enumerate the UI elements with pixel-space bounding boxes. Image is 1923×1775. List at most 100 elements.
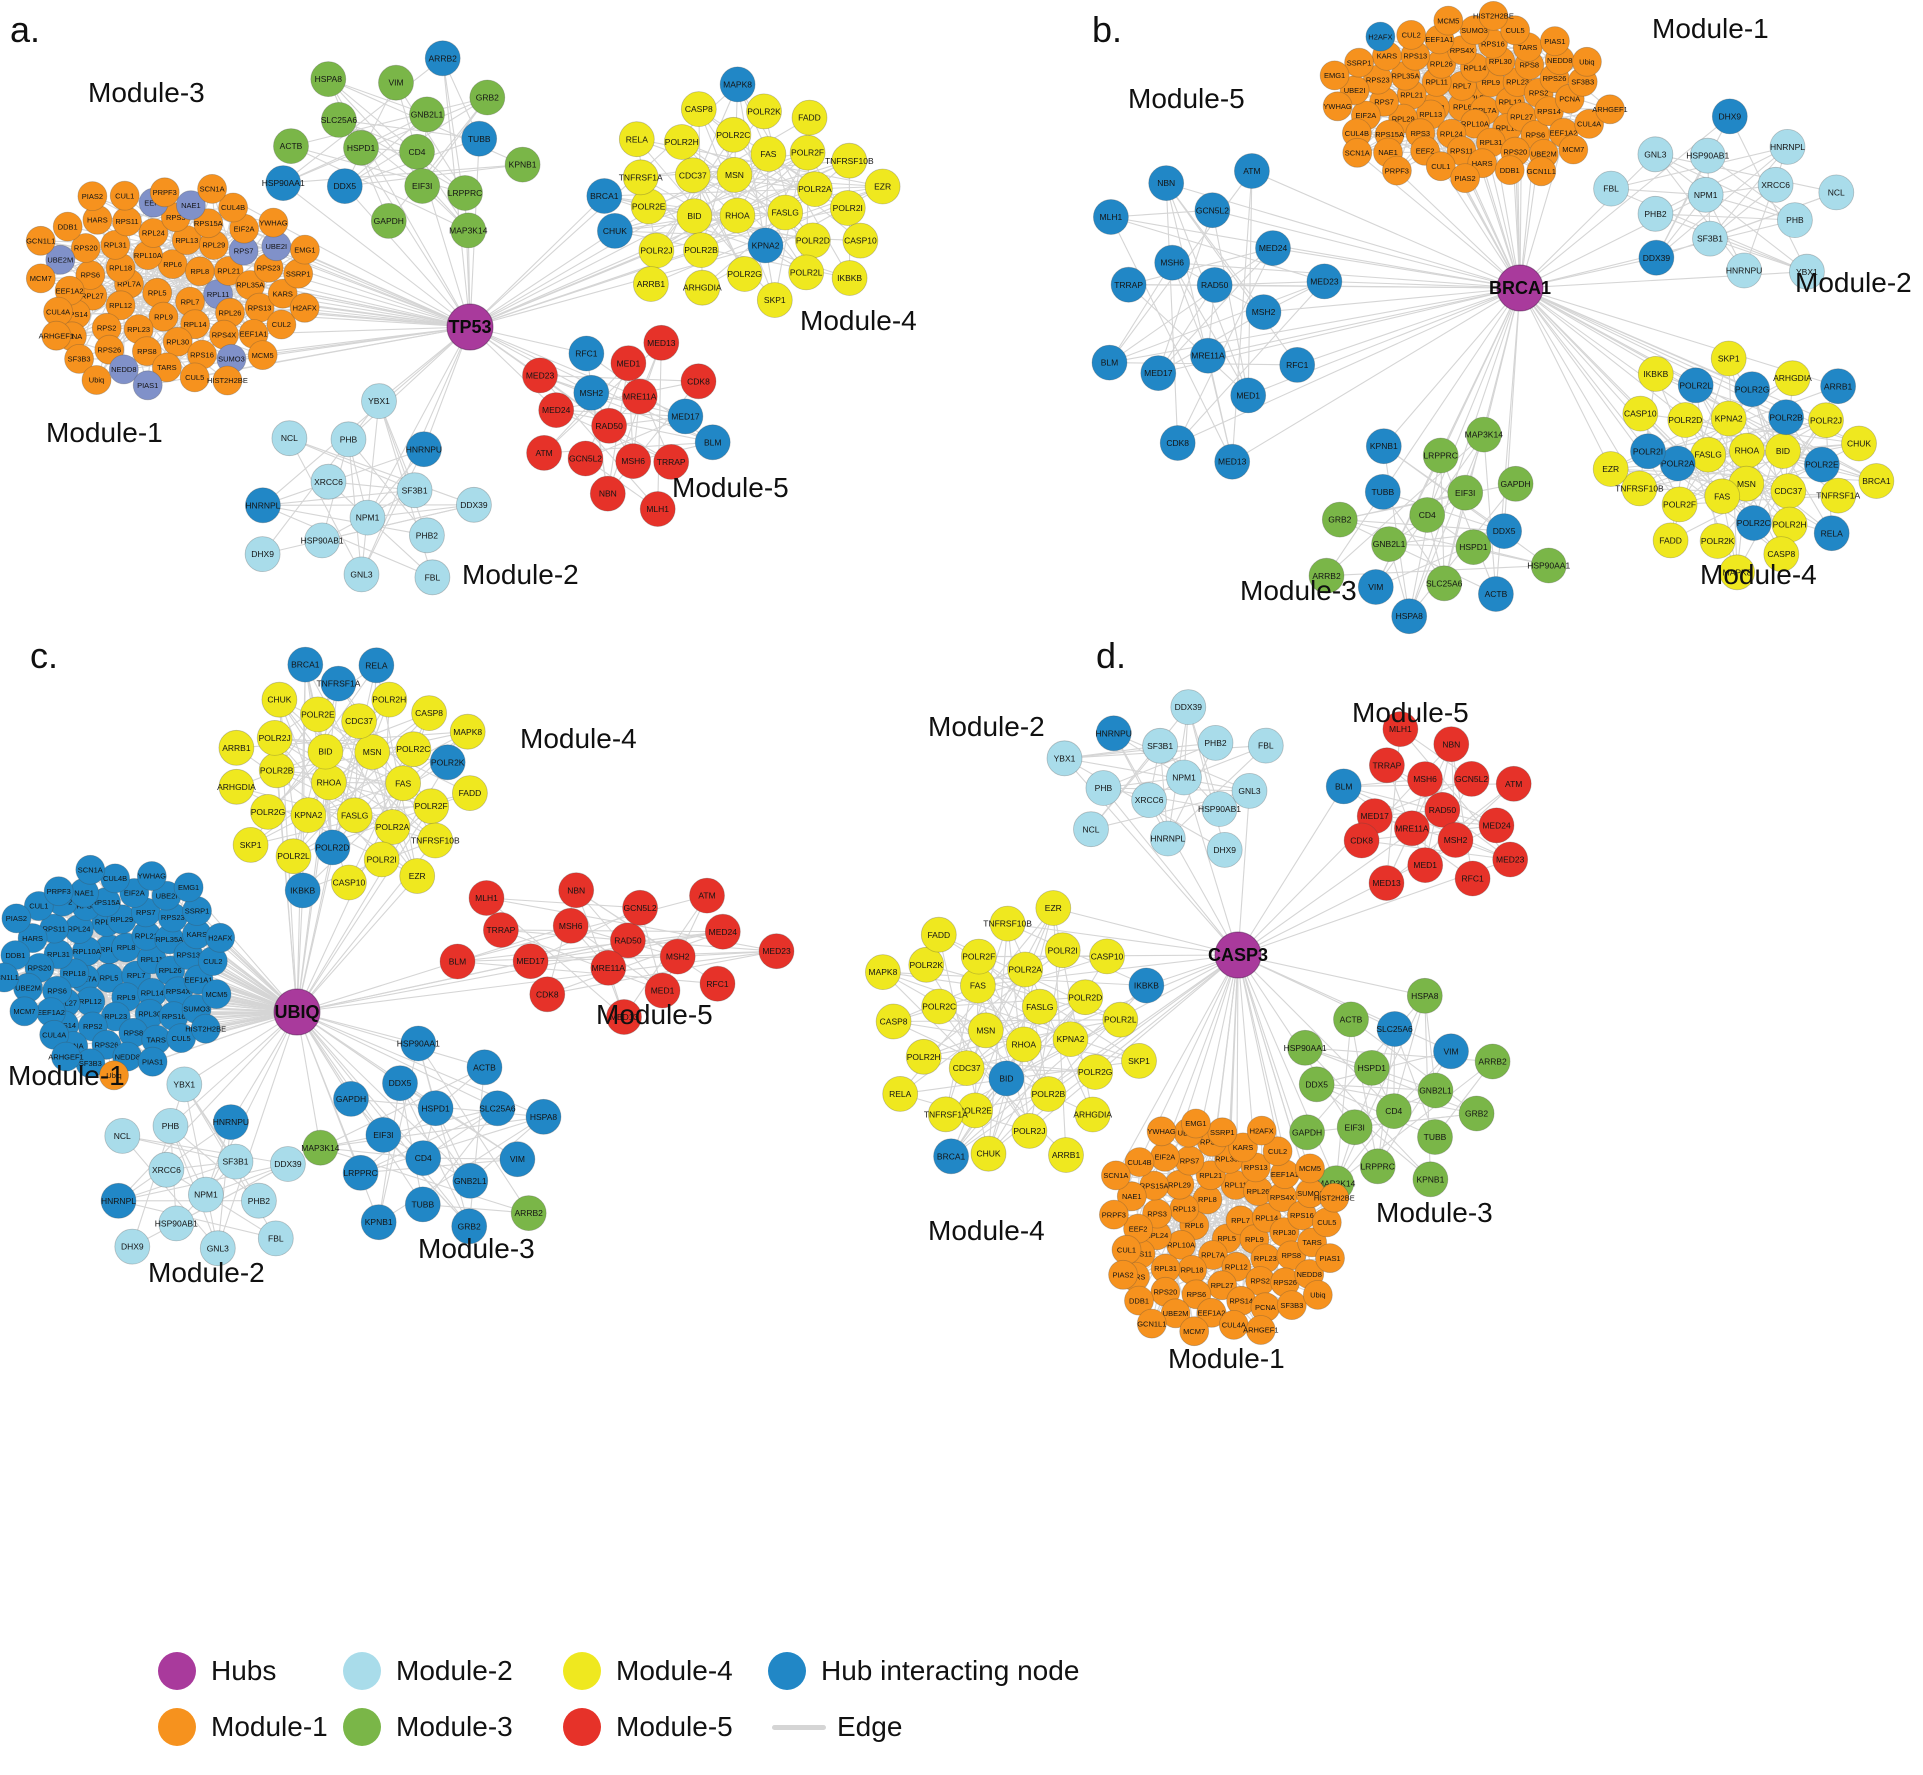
- gene-node-UBE2M[interactable]: UBE2M: [45, 244, 76, 275]
- gene-node-H2AFX[interactable]: H2AFX: [205, 922, 236, 953]
- gene-node-HNRNPU[interactable]: HNRNPU: [406, 431, 442, 468]
- gene-node-H2AFX[interactable]: H2AFX: [1365, 21, 1396, 52]
- gene-node-POLR2D[interactable]: POLR2D: [795, 222, 831, 259]
- gene-node-MED1[interactable]: MED1: [644, 972, 681, 1009]
- gene-node-POLR2I[interactable]: POLR2I: [829, 190, 866, 226]
- gene-node-CUL1[interactable]: CUL1: [109, 180, 140, 211]
- gene-node-GAPDH[interactable]: GAPDH: [333, 1081, 369, 1117]
- gene-node-HIST2H2BE[interactable]: HIST2H2BE: [185, 1013, 226, 1044]
- gene-node-FADD[interactable]: FADD: [920, 916, 957, 953]
- gene-node-VIM[interactable]: VIM: [1357, 569, 1394, 605]
- gene-node-POLR2G[interactable]: POLR2G: [726, 256, 763, 292]
- gene-node-HSP90AB1[interactable]: HSP90AB1: [1686, 137, 1729, 174]
- gene-node-HNRNPL[interactable]: HNRNPL: [1149, 820, 1186, 857]
- gene-node-CUL2[interactable]: CUL2: [1396, 20, 1427, 50]
- gene-node-GRB2[interactable]: GRB2: [1321, 501, 1358, 538]
- gene-node-NPM1[interactable]: NPM1: [1166, 759, 1202, 796]
- gene-node-HNRNPL[interactable]: HNRNPL: [100, 1182, 137, 1219]
- gene-node-SLC25A6[interactable]: SLC25A6: [479, 1090, 516, 1127]
- gene-node-TNFRSF1A[interactable]: TNFRSF1A: [619, 159, 663, 196]
- gene-node-BID[interactable]: BID: [307, 733, 344, 770]
- gene-node-ACTB[interactable]: ACTB: [1478, 576, 1514, 612]
- gene-node-ARHGDIA[interactable]: ARHGDIA: [1773, 360, 1812, 397]
- gene-node-CDK8[interactable]: CDK8: [680, 363, 717, 400]
- gene-node-Ubiq[interactable]: Ubiq: [81, 365, 112, 395]
- gene-node-XRCC6[interactable]: XRCC6: [1757, 166, 1794, 203]
- gene-node-SCN1A[interactable]: SCN1A: [75, 854, 106, 885]
- gene-node-EIF3I[interactable]: EIF3I: [404, 168, 441, 204]
- gene-node-EMG1[interactable]: EMG1: [289, 234, 320, 265]
- gene-node-TUBB[interactable]: TUBB: [404, 1186, 441, 1223]
- gene-node-XRCC6[interactable]: XRCC6: [1131, 782, 1167, 818]
- gene-node-FADD[interactable]: FADD: [451, 775, 488, 811]
- gene-node-GNB2L1[interactable]: GNB2L1: [452, 1162, 489, 1199]
- gene-node-TNFRSF10B[interactable]: TNFRSF10B: [825, 142, 874, 179]
- gene-node-HIST2H2BE[interactable]: HIST2H2BE: [1314, 1182, 1355, 1213]
- gene-node-CDK8[interactable]: CDK8: [1159, 425, 1196, 461]
- gene-node-PRPF3[interactable]: PRPF3: [149, 177, 180, 208]
- gene-node-RHOA[interactable]: RHOA: [1005, 1026, 1042, 1063]
- gene-node-SF3B1[interactable]: SF3B1: [1692, 220, 1728, 257]
- gene-node-GCN1L1[interactable]: GCN1L1: [25, 225, 56, 256]
- gene-node-CUL4A[interactable]: CUL4A: [1574, 109, 1604, 139]
- gene-node-YWHAG[interactable]: YWHAG: [1146, 1116, 1177, 1147]
- gene-node-PHB2[interactable]: PHB2: [408, 517, 445, 554]
- gene-node-CDC37[interactable]: CDC37: [341, 703, 378, 739]
- gene-node-CHUK[interactable]: CHUK: [597, 212, 633, 249]
- gene-node-RELA[interactable]: RELA: [882, 1076, 919, 1112]
- gene-node-CDC37[interactable]: CDC37: [674, 157, 711, 194]
- gene-node-RPS11[interactable]: RPS11: [39, 913, 70, 944]
- gene-node-POLR2F[interactable]: POLR2F: [789, 134, 826, 171]
- gene-node-POLR2B[interactable]: POLR2B: [683, 232, 719, 269]
- gene-node-POLR2G[interactable]: POLR2G: [1077, 1054, 1114, 1090]
- gene-node-GRB2[interactable]: GRB2: [451, 1208, 488, 1245]
- gene-node-POLR2L[interactable]: POLR2L: [788, 254, 825, 291]
- gene-node-LRPPRC[interactable]: LRPPRC: [1422, 437, 1459, 474]
- gene-node-RPL30[interactable]: RPL30: [162, 326, 193, 357]
- gene-node-DDB1[interactable]: DDB1: [0, 940, 31, 970]
- gene-node-SSRP1[interactable]: SSRP1: [1344, 47, 1374, 78]
- gene-node-GNL3[interactable]: GNL3: [199, 1230, 236, 1267]
- gene-node-MLH1[interactable]: MLH1: [468, 880, 505, 916]
- gene-node-MCM7[interactable]: MCM7: [1558, 134, 1589, 165]
- gene-node-BID[interactable]: BID: [1765, 433, 1801, 469]
- gene-node-POLR2A[interactable]: POLR2A: [797, 171, 833, 208]
- gene-node-PIAS2[interactable]: PIAS2: [1108, 1259, 1138, 1290]
- gene-node-GAPDH[interactable]: GAPDH: [1497, 465, 1534, 502]
- gene-node-SF3B3[interactable]: SF3B3: [75, 1048, 106, 1079]
- gene-node-EIF2A[interactable]: EIF2A: [1150, 1141, 1180, 1172]
- gene-node-TNFRSF1A[interactable]: TNFRSF1A: [316, 665, 361, 702]
- gene-node-ARRB2[interactable]: ARRB2: [1474, 1043, 1511, 1080]
- gene-node-POLR2I[interactable]: POLR2I: [363, 841, 400, 878]
- gene-node-RPL12[interactable]: RPL12: [105, 290, 136, 321]
- gene-node-MCM7[interactable]: MCM7: [25, 263, 56, 294]
- gene-node-TARS[interactable]: TARS: [151, 352, 182, 383]
- gene-node-YWHAG[interactable]: YWHAG: [258, 207, 289, 238]
- gene-node-GAPDH[interactable]: GAPDH: [1289, 1114, 1325, 1151]
- gene-node-PRPF3[interactable]: PRPF3: [1382, 155, 1412, 186]
- gene-node-HSPA8[interactable]: HSPA8: [525, 1098, 562, 1135]
- gene-node-KPNB1[interactable]: KPNB1: [1412, 1161, 1449, 1198]
- gene-node-CD4[interactable]: CD4: [1409, 497, 1446, 533]
- gene-node-HSPA8[interactable]: HSPA8: [1391, 598, 1428, 635]
- gene-node-SCN1A[interactable]: SCN1A: [1101, 1160, 1131, 1191]
- gene-node-HSPD1[interactable]: HSPD1: [343, 129, 379, 166]
- gene-node-MCM5[interactable]: MCM5: [201, 979, 232, 1009]
- gene-node-PRPF3[interactable]: PRPF3: [1099, 1199, 1129, 1230]
- gene-node-POLR2K[interactable]: POLR2K: [908, 946, 945, 983]
- gene-node-SKP1[interactable]: SKP1: [756, 282, 793, 318]
- gene-node-POLR2C[interactable]: POLR2C: [715, 116, 752, 153]
- gene-node-SF3B1[interactable]: SF3B1: [217, 1143, 254, 1180]
- gene-node-DHX9[interactable]: DHX9: [244, 536, 281, 572]
- gene-node-DDB1[interactable]: DDB1: [1494, 155, 1525, 186]
- gene-node-RELA[interactable]: RELA: [358, 647, 395, 684]
- gene-node-RPL10A[interactable]: RPL10A: [1166, 1229, 1196, 1260]
- gene-node-MED23[interactable]: MED23: [1492, 841, 1529, 878]
- gene-node-GCN5L2[interactable]: GCN5L2: [622, 889, 658, 926]
- gene-node-BLM[interactable]: BLM: [694, 424, 731, 461]
- gene-node-POLR2H[interactable]: POLR2H: [905, 1038, 942, 1075]
- gene-node-MCM7[interactable]: MCM7: [1179, 1316, 1210, 1347]
- gene-node-EMG1[interactable]: EMG1: [1319, 60, 1350, 91]
- gene-node-SF3B3[interactable]: SF3B3: [1276, 1290, 1307, 1320]
- gene-node-CUL4B[interactable]: CUL4B: [218, 192, 249, 223]
